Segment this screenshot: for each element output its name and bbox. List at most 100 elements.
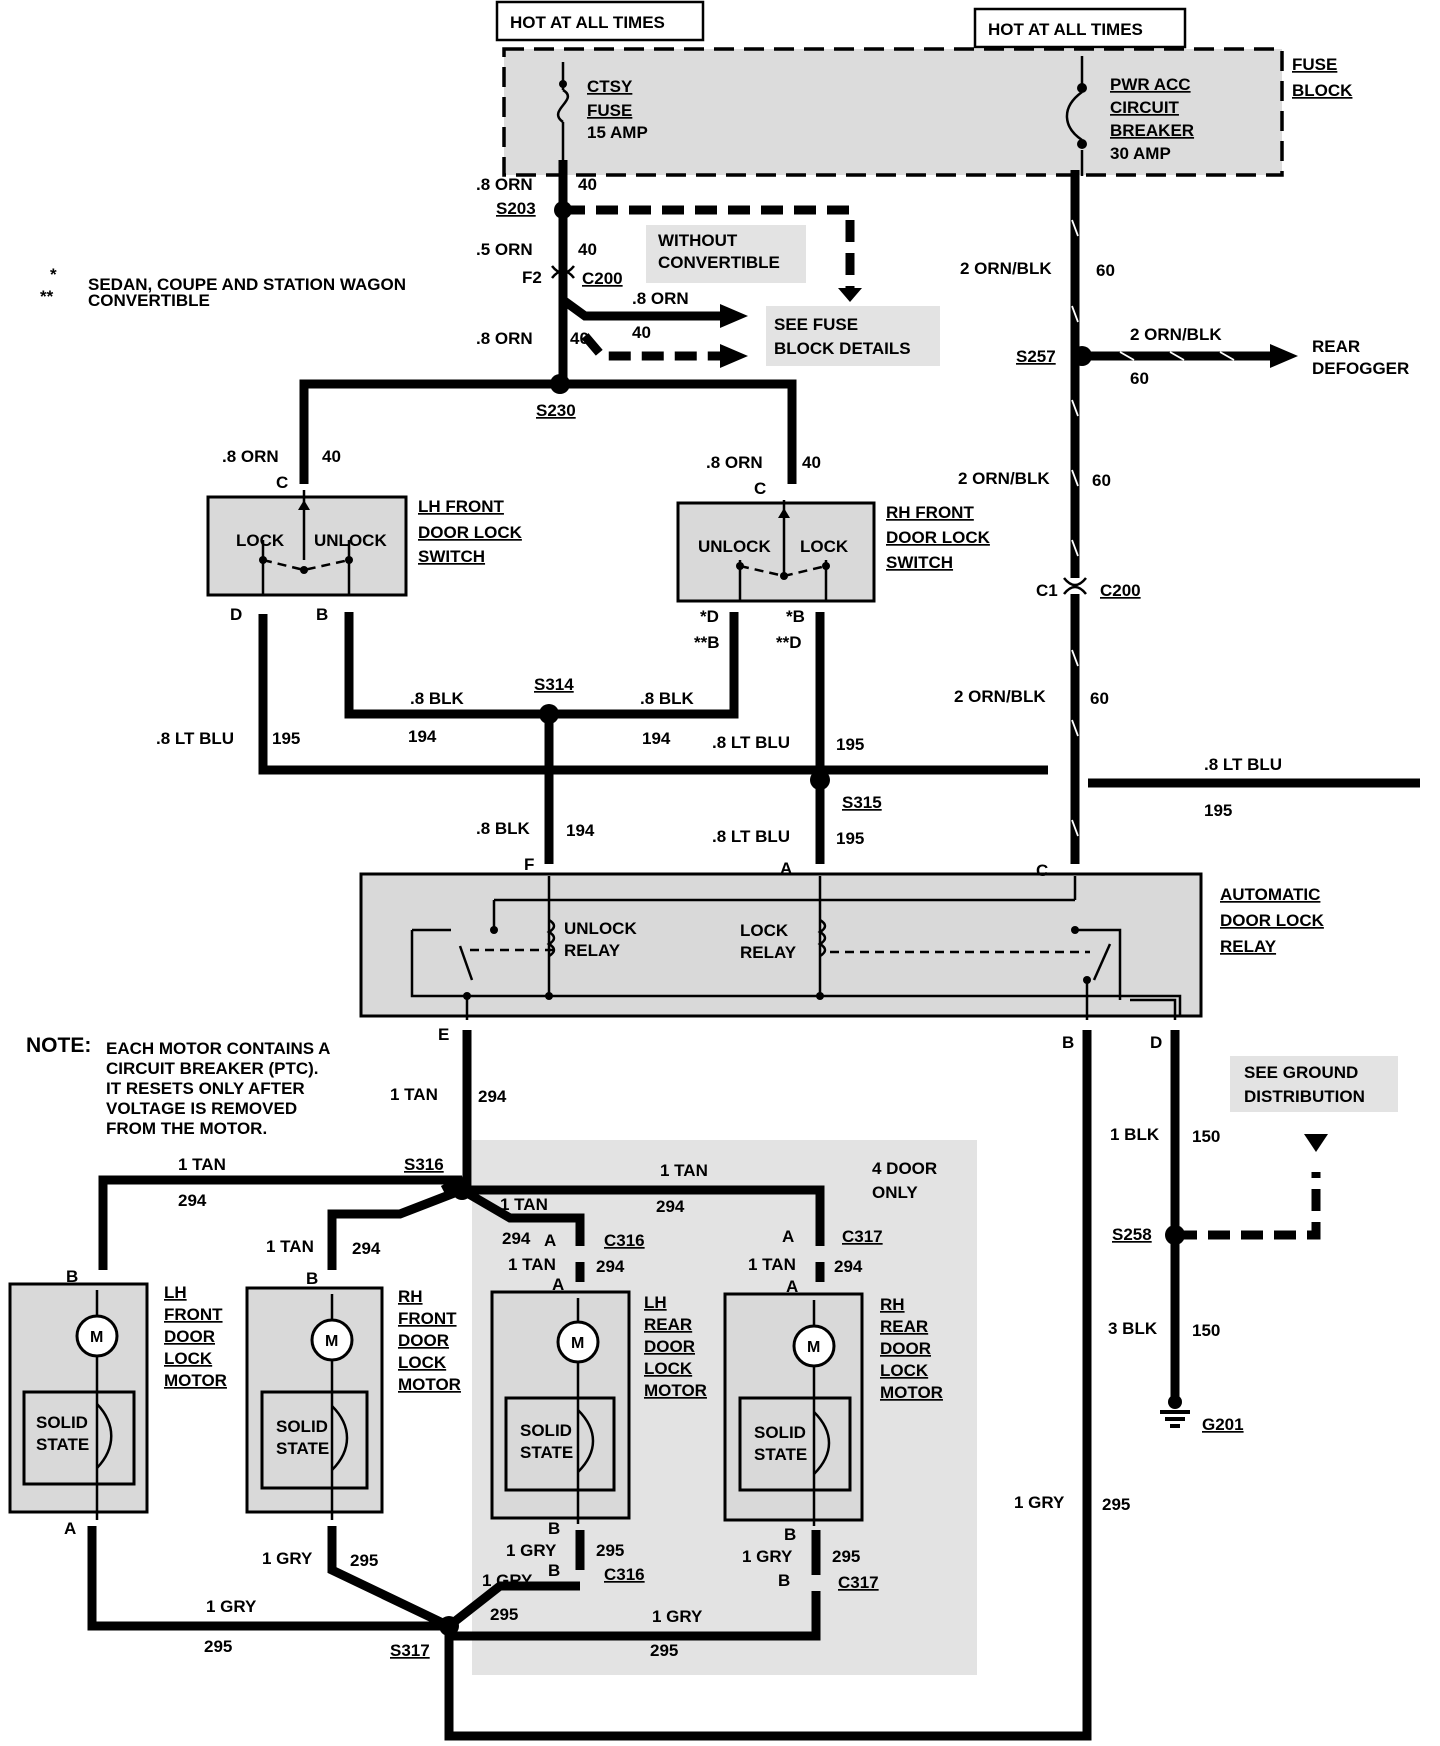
- circuit-label: 40: [578, 175, 597, 194]
- rh-front-motor-label: DOOR: [398, 1331, 449, 1350]
- wire-label: .8 ORN: [706, 453, 763, 472]
- fuse-block: [502, 47, 1284, 177]
- rh-front-door-lock-switch: [676, 501, 876, 603]
- connector-label: C316: [604, 1565, 645, 1584]
- wire-label: 1 GRY: [506, 1541, 557, 1560]
- ctsy-fuse-symbol: [556, 62, 570, 160]
- ctsy-fuse-label: 15 AMP: [587, 123, 648, 142]
- four-door-note-bg: [860, 1150, 960, 1206]
- solid-state-label: STATE: [520, 1443, 573, 1462]
- switch-lock-text: LOCK: [236, 531, 285, 550]
- wire-label: .8 LT BLU: [712, 827, 790, 846]
- lh-switch-label: DOOR LOCK: [418, 523, 523, 542]
- lh-rear-motor-label: REAR: [644, 1315, 692, 1334]
- see-ground-note: DISTRIBUTION: [1244, 1087, 1365, 1106]
- splice-label: S203: [496, 199, 536, 218]
- wire-label: 1 TAN: [390, 1085, 438, 1104]
- pin-label: A: [786, 1277, 798, 1296]
- lh-switch-label: LH FRONT: [418, 497, 505, 516]
- circuit-label: 295: [490, 1605, 518, 1624]
- lh-rear-motor-label: DOOR: [644, 1337, 695, 1356]
- motor-note: CIRCUIT BREAKER (PTC).: [106, 1059, 319, 1078]
- solid-state-label: SOLID: [520, 1421, 572, 1440]
- lh-switch-label: SWITCH: [418, 547, 485, 566]
- solid-state-label: SOLID: [276, 1417, 328, 1436]
- lock-relay-label: LOCK: [740, 921, 789, 940]
- see-ground-note-bg: [1230, 1056, 1398, 1112]
- motor-symbol: M: [325, 1333, 338, 1350]
- splice-label: S257: [1016, 347, 1056, 366]
- circuit-label: 294: [178, 1191, 207, 1210]
- pin-label: A: [780, 859, 792, 878]
- circuit-label: 40: [578, 240, 597, 259]
- splice-label: S258: [1112, 1225, 1152, 1244]
- pin-label: B: [548, 1519, 560, 1538]
- rear-defogger-label: REAR: [1312, 337, 1360, 356]
- rh-rear-motor-label: DOOR: [880, 1339, 931, 1358]
- arrowheads: [720, 288, 1328, 1152]
- rh-switch-internals: [736, 500, 830, 600]
- splice-label: S315: [842, 793, 882, 812]
- without-convertible-note: CONVERTIBLE: [658, 253, 780, 272]
- breaker-label: CIRCUIT: [1110, 98, 1180, 117]
- legend-symbol: **: [40, 287, 54, 306]
- relay-label: DOOR LOCK: [1220, 911, 1325, 930]
- relay-internals: [410, 876, 1182, 1020]
- pin-label: B: [784, 1525, 796, 1544]
- lh-front-motor-label: LOCK: [164, 1349, 213, 1368]
- wire-label: 1 TAN: [500, 1195, 548, 1214]
- motor-note: IT RESETS ONLY AFTER: [106, 1079, 305, 1098]
- lh-rear-motor-label: MOTOR: [644, 1381, 707, 1400]
- lh-front-motor-label: LH: [164, 1283, 187, 1302]
- connector-label: C200: [582, 269, 623, 288]
- connector-label: C316: [604, 1231, 645, 1250]
- rh-front-motor-label: MOTOR: [398, 1375, 461, 1394]
- lh-rear-motor-label: LH: [644, 1293, 667, 1312]
- hot-label-left: HOT AT ALL TIMES: [510, 13, 665, 32]
- wire-label: 1 GRY: [206, 1597, 257, 1616]
- pin-label: D: [1150, 1033, 1162, 1052]
- circuit-label: 60: [1092, 471, 1111, 490]
- circuit-label: 294: [478, 1087, 507, 1106]
- rh-switch-label: RH FRONT: [886, 503, 974, 522]
- connector-label: C317: [842, 1227, 883, 1246]
- without-convertible-note: WITHOUT: [658, 231, 738, 250]
- rear-defogger-label: DEFOGGER: [1312, 359, 1409, 378]
- wire-label: 1 BLK: [1110, 1125, 1160, 1144]
- switch-unlock-text: UNLOCK: [314, 531, 387, 550]
- circuit-label: 294: [834, 1257, 863, 1276]
- pin-label: C: [1036, 861, 1048, 880]
- pin-label: A: [64, 1519, 76, 1538]
- relay-label: AUTOMATIC: [1220, 885, 1320, 904]
- rh-switch-label: SWITCH: [886, 553, 953, 572]
- circuit-label: 295: [650, 1641, 678, 1660]
- splice-label: S316: [404, 1155, 444, 1174]
- splice-label: S230: [536, 401, 576, 420]
- circuit-label: 295: [350, 1551, 378, 1570]
- wire-label: .8 BLK: [410, 689, 465, 708]
- rh-rear-motor-label: LOCK: [880, 1361, 929, 1380]
- rh-rear-motor-label: REAR: [880, 1317, 928, 1336]
- pin-label: A: [544, 1231, 556, 1250]
- lh-front-door-lock-switch: [206, 495, 408, 597]
- splice-label: S317: [390, 1641, 430, 1660]
- motor-internals: [22, 1290, 852, 1526]
- wire-label: 1 GRY: [652, 1607, 703, 1626]
- breaker-label: 30 AMP: [1110, 144, 1171, 163]
- solid-state-label: SOLID: [754, 1423, 806, 1442]
- pin-label: D: [230, 605, 242, 624]
- pin-label: B: [548, 1561, 560, 1580]
- connector-label: C1: [1036, 581, 1058, 600]
- labels: HOT AT ALL TIMES HOT AT ALL TIMES FUSE B…: [26, 13, 1409, 1660]
- lock-relay-label: RELAY: [740, 943, 797, 962]
- ctsy-fuse-label: FUSE: [587, 101, 632, 120]
- see-fuse-block-note-bg: [766, 306, 940, 366]
- rh-rear-motor-label: MOTOR: [880, 1383, 943, 1402]
- wire-label: 1 TAN: [178, 1155, 226, 1174]
- pin-label: B: [306, 1269, 318, 1288]
- wire-label: 1 GRY: [742, 1547, 793, 1566]
- wire-label: 1 TAN: [508, 1255, 556, 1274]
- wire-label: .8 LT BLU: [156, 729, 234, 748]
- pin-label: C: [276, 473, 288, 492]
- connector-label: C200: [1100, 581, 1141, 600]
